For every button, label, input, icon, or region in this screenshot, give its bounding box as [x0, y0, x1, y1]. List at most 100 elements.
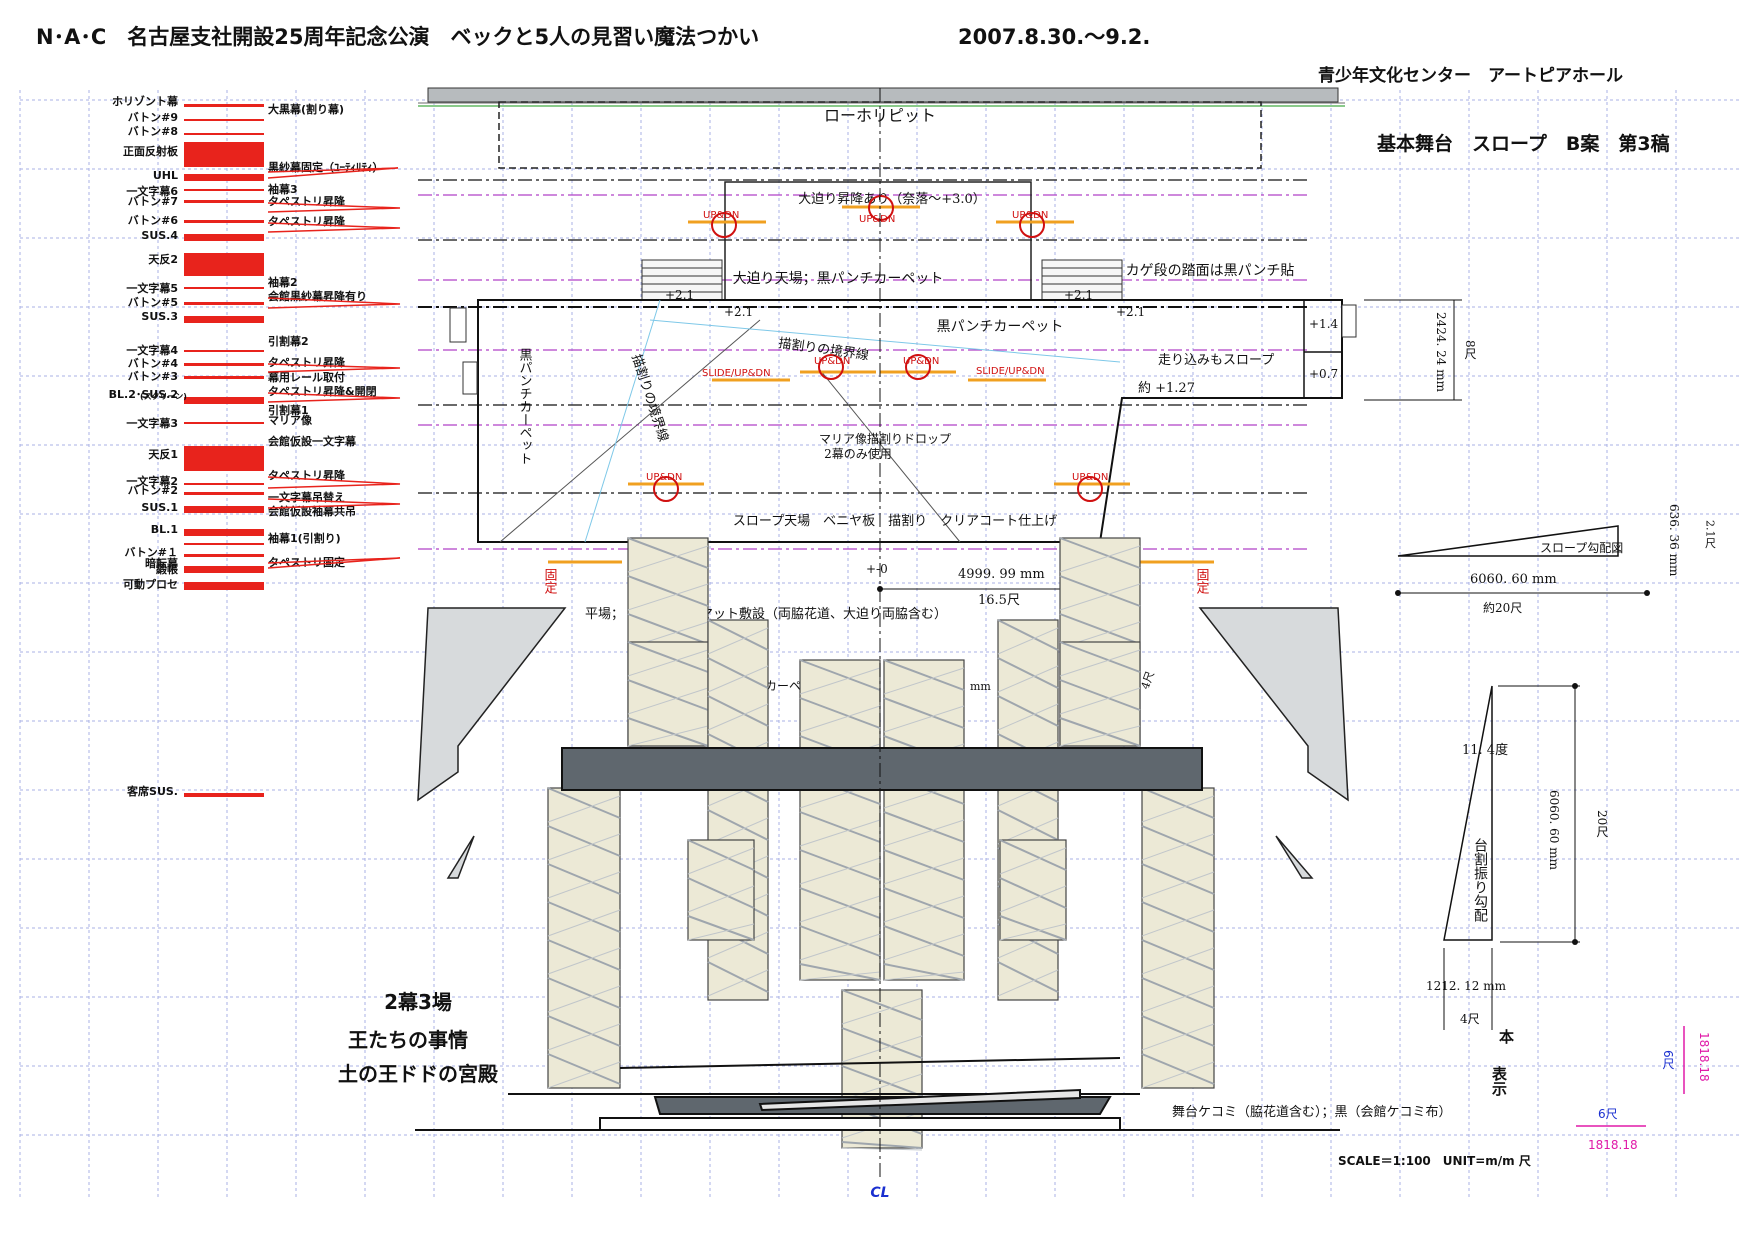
fly-left-label: 暗転幕 — [145, 556, 179, 570]
fly-left-label: UHL — [153, 169, 178, 182]
tapestry-panel — [687, 839, 755, 941]
fly-left-label: SUS.1 — [141, 501, 178, 514]
top-beam — [427, 87, 1339, 103]
dim-21: 2.1尺 — [1704, 520, 1717, 549]
updn-label: UP&DN — [814, 356, 850, 367]
fly-bar — [184, 397, 264, 404]
fly-left-label: SUS.4 — [141, 229, 178, 242]
dim-node — [1644, 590, 1650, 596]
boundary-line — [584, 299, 661, 543]
tapestry-panels — [547, 537, 1215, 1151]
level-plus21: +2.1 — [1064, 288, 1093, 302]
fly-left-label: バトン#8 — [128, 125, 178, 138]
level-plus21: +2.1 — [724, 305, 753, 319]
tapestry-panel — [999, 839, 1067, 941]
scale-1818-h: 1818.18 — [1588, 1138, 1638, 1152]
dim-4999: 4999. 99 mm — [958, 567, 1045, 582]
updn-labels: UP&DN UP&DN UP&DN UP&DN UP&DN UP&DN UP&D… — [646, 210, 1108, 483]
fly-left-label: 一文字幕5 — [126, 281, 178, 295]
level-zero: +-0 — [866, 562, 888, 576]
fly-left-label: 一文字幕2 — [126, 474, 178, 488]
step-stacks — [641, 259, 1123, 301]
venue-name: 青少年文化センター アートピアホール — [1318, 65, 1623, 86]
fly-bar — [184, 363, 264, 366]
plan-title: 基本舞台 スロープ B案 第3稿 — [1376, 132, 1670, 155]
center-line-label: CL — [870, 1185, 889, 1201]
hall-walls — [417, 607, 1349, 879]
dim-node — [1572, 939, 1578, 945]
production-title: N･A･C 名古屋支社開設25周年記念公演 ベックと5人の見習い魔法つかい — [36, 25, 759, 49]
tapestry-panel — [799, 659, 881, 981]
fly-bars — [184, 104, 264, 797]
fly-bar — [184, 529, 264, 536]
fly-left-label: 可動プロセ — [123, 577, 178, 591]
fly-left-label: バトン#9 — [128, 111, 178, 124]
dim-20-approx: 約20尺 — [1483, 600, 1522, 615]
fly-bar — [184, 234, 264, 241]
updn-label: UP&DN — [646, 472, 682, 483]
fly-left-label: 天反2 — [148, 252, 178, 266]
fly-right-label: マリア像 — [268, 413, 313, 427]
fly-left-label: BL.2･SUS.2 — [109, 388, 178, 401]
kekomi-note: 舞台ケコミ（脇花道含む）；黒（会館ケコミ布） — [1172, 1104, 1452, 1120]
fly-left-label: 天反1 — [148, 447, 178, 461]
hon-label: 本 — [1499, 1028, 1514, 1046]
updn-label: UP&DN — [1072, 472, 1108, 483]
slope-figure-label: スロープ勾配図 — [1540, 541, 1623, 555]
fly-left-label: 客席SUS. — [126, 784, 178, 798]
fly-bar — [184, 350, 264, 352]
fly-bar — [184, 200, 264, 203]
slope-triangle — [1397, 525, 1619, 557]
level-plus21: +2.1 — [665, 288, 694, 302]
fly-left-label: SUS.3 — [141, 310, 178, 323]
fly-left-label: 一文字幕4 — [126, 343, 178, 357]
scene-title-2: 王たちの事情 — [348, 1028, 468, 1052]
fly-right-label: 幕用レール取付 — [267, 370, 345, 384]
dim-1212: 1212. 12 mm — [1426, 979, 1507, 993]
fly-bar — [184, 446, 264, 471]
fly-left-label: バトン#3 — [128, 370, 178, 383]
frag-mm: mm — [970, 680, 991, 693]
dim-8: 8尺 — [1463, 340, 1477, 360]
angle-label: 11. 4度 — [1462, 742, 1508, 758]
fly-right-label: 袖幕1(引割り) — [268, 531, 341, 545]
updn-label: UP&DN — [903, 356, 939, 367]
batten-lines — [418, 102, 1345, 550]
fly-left-label: 緞帳 — [156, 562, 178, 576]
fly-bar — [184, 582, 264, 590]
scale-note: SCALE＝1:100 UNIT=m/m 尺 — [1338, 1154, 1531, 1168]
flat-label: 平場； — [585, 607, 624, 622]
frag-ka: カーペ — [765, 679, 801, 693]
screen-note: (スクリーン) — [140, 391, 187, 401]
fly-bar — [184, 133, 264, 135]
speaker-boxes — [449, 304, 1357, 395]
boundary-line — [499, 319, 761, 543]
proscenium-beam — [561, 747, 1203, 791]
fly-bar — [184, 119, 264, 121]
fly-left-labels: ホリゾント幕バトン#9バトン#8正面反射板UHL一文字幕6バトン#7バトン#6S… — [109, 94, 179, 798]
tapestry-panel — [707, 619, 769, 1001]
big-lift-top: 大迫り天場；黒パンチカーペット — [733, 271, 944, 287]
maria-label: マリア像描割りドロップ — [819, 431, 951, 446]
slope-top-label: スロープ天場 ベニヤ板 描割り クリアコート仕上げ — [733, 513, 1057, 529]
scene-title-3: 土の王ドドの宮殿 — [338, 1062, 499, 1086]
vertical-slope-triangle — [1443, 685, 1493, 941]
fly-bar — [184, 174, 264, 181]
fly-bar — [184, 316, 264, 323]
fly-bar — [184, 543, 264, 545]
boundary-line — [649, 319, 1121, 363]
fly-left-label: バトン#6 — [128, 214, 179, 227]
fly-bar — [184, 506, 264, 513]
dim-node — [1395, 590, 1401, 596]
level-plus21: +2.1 — [1116, 305, 1145, 319]
tapestry-arrows — [267, 167, 401, 569]
fly-left-label: バトン#7 — [128, 195, 178, 208]
fly-right-label: 大黒幕(割り幕) — [268, 102, 344, 116]
fly-right-label: 袖幕2 — [268, 275, 298, 289]
scale-six-h: 6尺 — [1598, 1107, 1618, 1121]
apron — [415, 1057, 1340, 1131]
dim-165: 16.5尺 — [978, 593, 1020, 608]
boundary-diag-label: 描割りの境界線 — [628, 352, 671, 444]
daiwari-label: 台割振り勾配 — [1472, 838, 1488, 922]
fly-bar — [184, 554, 264, 557]
